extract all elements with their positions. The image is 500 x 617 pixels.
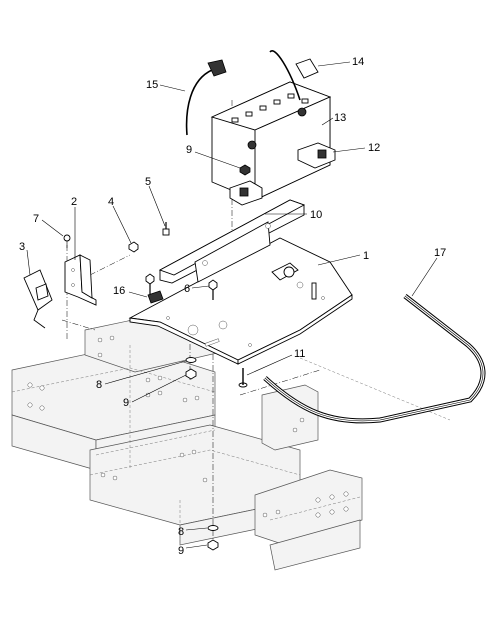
battery-terminal-positive	[297, 107, 307, 117]
battery-hold-nut	[239, 164, 251, 176]
bolt	[145, 273, 155, 294]
callout-6: 6	[184, 283, 190, 295]
frame-holes	[27, 335, 349, 518]
callout-5: 5	[145, 176, 151, 188]
battery	[210, 81, 332, 201]
callout-2: 2	[71, 196, 77, 208]
callout-13: 13	[334, 112, 346, 124]
callout-10: 10	[310, 209, 322, 221]
battery-clamps	[229, 142, 336, 206]
mounting-plate	[128, 237, 353, 365]
clip	[147, 290, 164, 304]
callout-16: 16	[113, 285, 125, 297]
latch	[23, 269, 53, 329]
callout-labels: 1 2 3 4 5 6 7 8 8 9 9 9 10 11 12 13 14 1…	[19, 56, 446, 557]
bracket	[64, 254, 97, 306]
bolt-6	[208, 279, 218, 300]
callout-1: 1	[363, 250, 369, 262]
push-pin	[63, 234, 71, 248]
leader-lines	[26, 61, 438, 549]
callout-7: 7	[33, 213, 39, 225]
callout-9-lower: 9	[178, 545, 184, 557]
callout-14: 14	[352, 56, 364, 68]
callout-15: 15	[146, 79, 158, 91]
callout-3: 3	[19, 241, 25, 253]
nut-small	[128, 241, 139, 253]
callout-4: 4	[108, 196, 114, 208]
positive-cable	[269, 50, 319, 101]
callout-17: 17	[434, 247, 446, 259]
callout-9-upper: 9	[123, 397, 129, 409]
callout-12: 12	[368, 142, 380, 154]
bolt-small	[162, 222, 170, 236]
carriage-bolt	[238, 368, 248, 388]
edge-trim-seal	[263, 294, 486, 424]
callout-9-battery: 9	[186, 144, 192, 156]
nut-lower	[207, 539, 219, 551]
tractor-frame	[11, 309, 451, 571]
washer-upper	[185, 357, 197, 363]
callout-8-upper: 8	[96, 379, 102, 391]
battery-terminal-negative	[247, 140, 257, 150]
nut-upper	[185, 368, 197, 380]
callout-8-lower: 8	[178, 526, 184, 538]
callout-11: 11	[294, 348, 305, 360]
hold-down-bar	[158, 199, 306, 284]
negative-cable	[185, 59, 227, 136]
washer-lower	[207, 525, 219, 531]
battery-cell-caps	[231, 93, 309, 123]
